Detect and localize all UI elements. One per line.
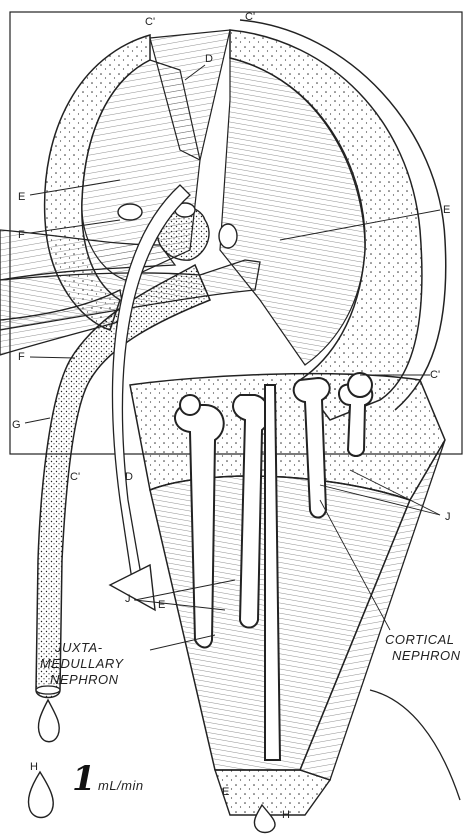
urine-drop-lower bbox=[28, 772, 53, 818]
calyx-left bbox=[118, 204, 142, 220]
flow-rate-number: 1 bbox=[72, 759, 96, 799]
flow-rate-unit: mL/min bbox=[98, 778, 144, 793]
label-d-upper: D bbox=[205, 53, 213, 65]
label-h-left: H bbox=[30, 761, 38, 773]
glomerulus-cortical bbox=[348, 373, 372, 397]
glomerulus-juxtamedullary bbox=[180, 395, 200, 415]
label-f-upper: F bbox=[18, 229, 25, 241]
urine-drop-upper bbox=[38, 700, 59, 742]
papilla-tip bbox=[215, 770, 330, 815]
label-j-left: J bbox=[125, 593, 131, 605]
caption-juxta-line3: NEPHRON bbox=[50, 672, 119, 687]
label-e-left: E bbox=[18, 191, 25, 203]
pointer-curve bbox=[370, 690, 460, 800]
label-j-right: J bbox=[445, 511, 451, 523]
caption-juxta-line2: MEDULLARY bbox=[40, 656, 124, 671]
label-e-bottom: E bbox=[222, 786, 229, 798]
leader-g bbox=[25, 418, 50, 423]
caption-juxta-line1: JUXTA- bbox=[54, 640, 103, 655]
label-f-lower: F bbox=[18, 351, 25, 363]
label-h-bottom: H bbox=[282, 809, 290, 821]
calyx-right bbox=[219, 224, 237, 248]
caption-cortical-line2: NEPHRON bbox=[392, 648, 461, 663]
caption-cortical-line1: CORTICAL bbox=[385, 632, 455, 647]
label-g: G bbox=[12, 419, 21, 431]
label-e-pyramid: E bbox=[158, 599, 165, 611]
label-d-lower: D bbox=[125, 471, 133, 483]
label-c-prime-top-right: C' bbox=[245, 11, 255, 23]
label-c-prime-lower: C' bbox=[70, 471, 80, 483]
ureter-opening bbox=[36, 686, 60, 694]
label-c-prime-right: C' bbox=[430, 369, 440, 381]
label-c-prime-top-left: C' bbox=[145, 16, 155, 28]
leader-f-lower bbox=[30, 357, 75, 358]
label-e-right: E bbox=[443, 204, 450, 216]
